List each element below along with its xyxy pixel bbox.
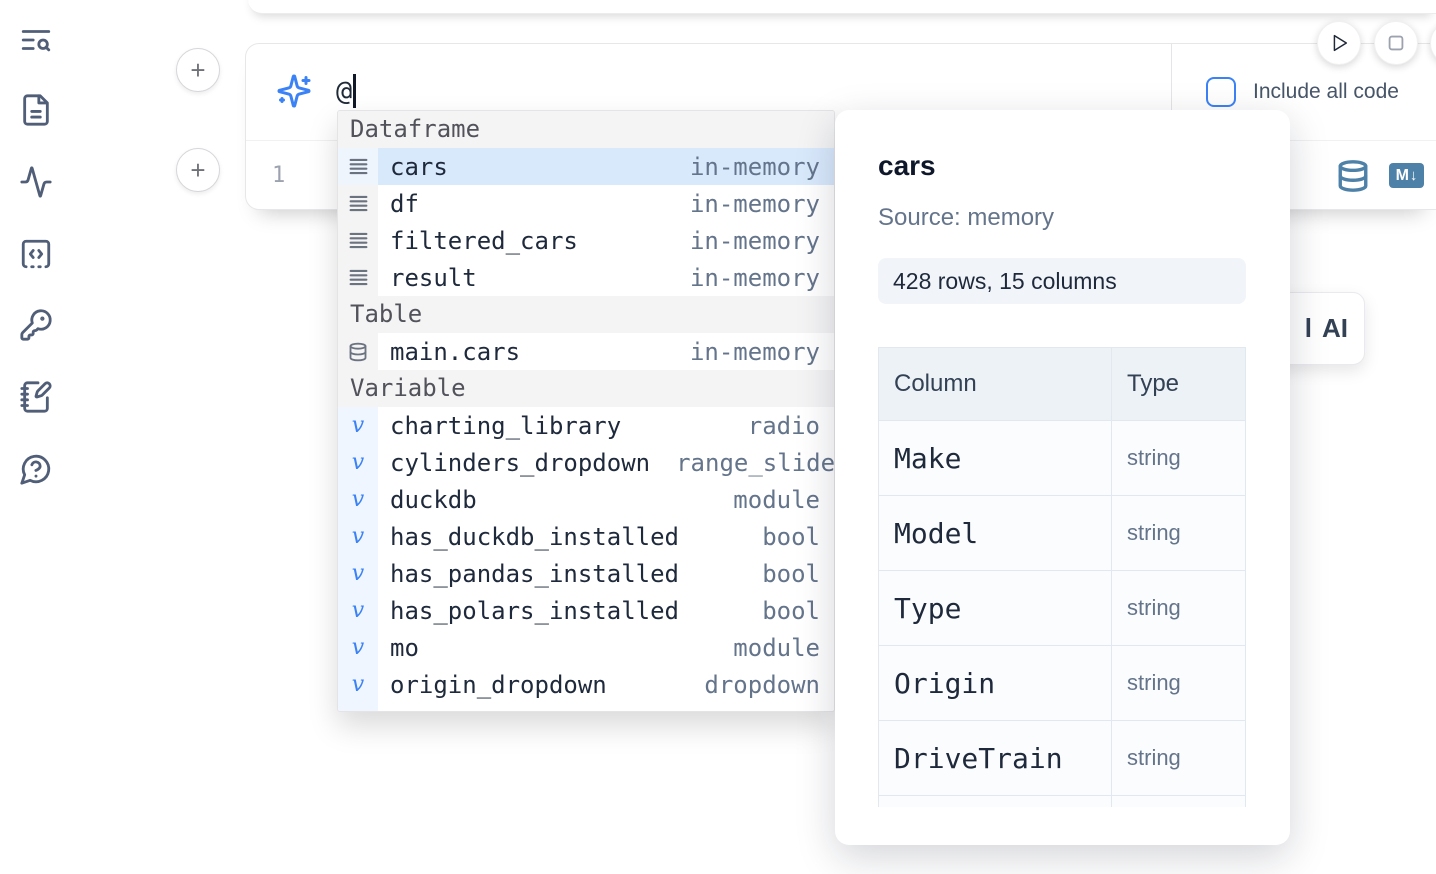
dataframe-icon — [338, 222, 378, 259]
schema-table: Column Type Make string Model string Typ… — [878, 347, 1246, 807]
prompt-divider — [1171, 44, 1172, 140]
sparkles-icon — [276, 73, 312, 109]
stop-button[interactable] — [1374, 21, 1418, 65]
dataframe-icon — [338, 259, 378, 296]
activity-icon[interactable] — [19, 165, 53, 199]
key-icon[interactable] — [19, 308, 53, 342]
ai-button-label: AI — [1322, 313, 1348, 343]
dataframe-preview-panel: cars Source: memory 428 rows, 15 columns… — [835, 110, 1290, 845]
variable-icon: v — [338, 444, 378, 481]
variable-icon: v — [338, 703, 378, 711]
markdown-icon[interactable]: M↓ — [1389, 163, 1424, 188]
add-cell-above-button[interactable]: + — [176, 48, 220, 92]
previous-cell-bottom — [248, 0, 1436, 14]
ai-prompt-input[interactable]: @ — [336, 74, 356, 108]
variable-icon: v — [338, 629, 378, 666]
add-cell-below-button[interactable]: + — [176, 148, 220, 192]
file-text-icon[interactable] — [19, 93, 53, 127]
variable-icon: v — [338, 666, 378, 703]
table-row: Origin string — [879, 646, 1245, 721]
table-row: Type string — [879, 571, 1245, 646]
run-cell-button[interactable] — [1317, 21, 1361, 65]
table-row: Model string — [879, 496, 1245, 571]
preview-source: Source: memory — [878, 204, 1055, 231]
text-cursor — [353, 74, 356, 108]
section-header-table: Table — [338, 296, 834, 333]
section-header-dataframe: Dataframe — [338, 111, 834, 148]
variable-icon: v — [338, 407, 378, 444]
database-icon — [338, 333, 378, 370]
ai-button-partial-text: l — [1304, 313, 1312, 343]
database-panel-icon[interactable] — [1336, 157, 1370, 195]
schema-header-type: Type — [1127, 370, 1180, 397]
variable-icon: v — [338, 518, 378, 555]
include-all-code-checkbox[interactable] — [1206, 77, 1236, 107]
variable-icon: v — [338, 481, 378, 518]
autocomplete-item-pd[interactable]: v pdmodule — [338, 703, 834, 711]
code-snippets-icon[interactable] — [19, 237, 53, 271]
preview-title: cars — [878, 150, 936, 181]
include-all-code-label: Include all code — [1253, 80, 1399, 103]
notebook-pen-icon[interactable] — [19, 380, 53, 414]
code-editor-row[interactable]: 1 M↓ — [246, 141, 1436, 209]
schema-header-row: Column Type — [879, 348, 1245, 421]
section-header-variable: Variable — [338, 370, 834, 407]
table-row-clipped — [879, 796, 1245, 807]
dataframe-icon — [338, 185, 378, 222]
line-number: 1 — [272, 162, 286, 188]
table-row: DriveTrain string — [879, 721, 1245, 796]
help-circle-icon[interactable] — [19, 452, 53, 486]
variable-icon: v — [338, 555, 378, 592]
text-search-icon[interactable] — [19, 23, 53, 57]
schema-header-column: Column — [879, 348, 1112, 420]
table-row: Make string — [879, 421, 1245, 496]
dataframe-icon — [338, 148, 378, 185]
variable-icon: v — [338, 592, 378, 629]
preview-summary-badge: 428 rows, 15 columns — [878, 258, 1246, 304]
